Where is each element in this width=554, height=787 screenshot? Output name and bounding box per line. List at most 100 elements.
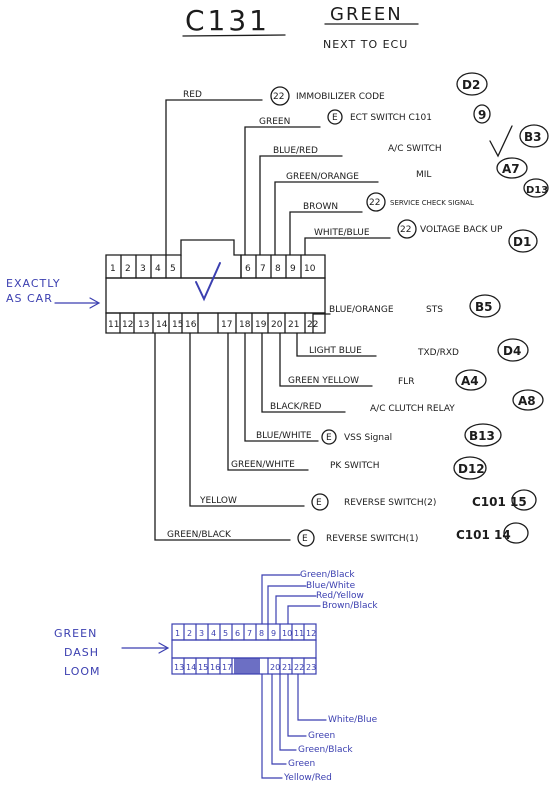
connector-subtitle: NEXT TO ECU — [323, 38, 408, 51]
svg-text:Yellow/Red: Yellow/Red — [283, 773, 332, 783]
svg-text:22: 22 — [294, 663, 304, 672]
pin-label: 11 — [108, 320, 119, 330]
svg-text:20: 20 — [270, 663, 280, 672]
svg-text:BLUE/ORANGE: BLUE/ORANGE — [329, 305, 394, 315]
svg-text:9: 9 — [271, 629, 276, 638]
svg-text:C101 14: C101 14 — [456, 528, 511, 542]
svg-text:BROWN: BROWN — [303, 202, 338, 212]
svg-text:TXD/RXD: TXD/RXD — [417, 348, 459, 358]
pin-label: 1 — [110, 264, 116, 274]
wire-light-blue: LIGHT BLUE TXD/RXD D4 — [296, 332, 529, 362]
svg-text:A8: A8 — [518, 394, 536, 408]
svg-text:ECT SWITCH C101: ECT SWITCH C101 — [350, 113, 432, 123]
wire-green-black: GREEN/BLACK E REVERSE SWITCH(1) C101 14 — [154, 332, 529, 547]
wire-white-blue: WHITE/BLUE 22 VOLTAGE BACK UP D1 — [304, 219, 538, 256]
wire-green-yellow: GREEN YELLOW FLR A4 — [279, 332, 487, 391]
svg-text:2: 2 — [187, 629, 192, 638]
svg-text:REVERSE SWITCH(1): REVERSE SWITCH(1) — [326, 534, 418, 544]
svg-text:BLUE/WHITE: BLUE/WHITE — [256, 431, 312, 441]
svg-text:B5: B5 — [475, 300, 493, 314]
svg-text:23: 23 — [306, 663, 316, 672]
pin-label: 13 — [138, 320, 149, 330]
svg-text:22: 22 — [273, 92, 284, 102]
svg-text:6: 6 — [235, 629, 240, 638]
dash-loom-label-3: LOOM — [64, 665, 101, 678]
pin-label: 16 — [185, 320, 197, 330]
svg-text:D2: D2 — [462, 78, 480, 92]
svg-text:GREEN: GREEN — [259, 117, 290, 127]
pin-label: 2 — [125, 264, 131, 274]
svg-text:PK SWITCH: PK SWITCH — [330, 461, 379, 471]
svg-text:17: 17 — [222, 663, 232, 672]
svg-text:A4: A4 — [461, 374, 479, 388]
svg-text:Brown/Black: Brown/Black — [322, 601, 378, 611]
svg-text:Green/Black: Green/Black — [300, 570, 355, 580]
svg-text:Green: Green — [288, 759, 315, 769]
pin-label: 5 — [170, 264, 176, 274]
svg-text:A/C CLUTCH RELAY: A/C CLUTCH RELAY — [370, 404, 455, 414]
exactly-label: EXACTLY — [6, 277, 61, 290]
svg-text:D4: D4 — [503, 344, 521, 358]
svg-text:B13: B13 — [469, 429, 495, 443]
wire-black-red: BLACK/RED A/C CLUTCH RELAY A8 — [261, 332, 544, 414]
dash-loom-label-1: GREEN — [54, 627, 97, 640]
svg-text:D1: D1 — [513, 235, 531, 249]
dash-top-wires: Green/Black Blue/White Red/Yellow Brown/… — [261, 570, 378, 625]
svg-text:11: 11 — [294, 629, 304, 638]
svg-text:A7: A7 — [502, 162, 520, 176]
svg-text:MIL: MIL — [416, 170, 431, 180]
pin-label: 15 — [172, 320, 183, 330]
pin-label: 10 — [304, 264, 316, 274]
svg-text:GREEN YELLOW: GREEN YELLOW — [288, 376, 359, 386]
svg-text:RED: RED — [183, 90, 202, 100]
pin-label: 17 — [221, 320, 232, 330]
svg-text:5: 5 — [223, 629, 228, 638]
wire-green-orange: GREEN/ORANGE MIL A7 — [274, 157, 528, 256]
svg-text:A/C SWITCH: A/C SWITCH — [388, 144, 442, 154]
wire-red: RED 22 IMMOBILIZER CODE D2 — [165, 72, 488, 256]
wire-brown: BROWN 22 SERVICE CHECK SIGNAL D13 — [289, 178, 549, 256]
wire-blue-red: BLUE/RED A/C SWITCH B3 — [259, 124, 549, 256]
pin-label: 9 — [290, 264, 296, 274]
svg-text:WHITE/BLUE: WHITE/BLUE — [314, 228, 370, 238]
main-connector: 1 2 3 4 5 6 7 8 9 10 11 12 13 14 15 16 1… — [105, 239, 326, 334]
pin-label: 12 — [122, 320, 133, 330]
wire-yellow: YELLOW E REVERSE SWITCH(2) C101 15 — [189, 332, 537, 511]
svg-text:21: 21 — [282, 663, 292, 672]
svg-text:22: 22 — [369, 198, 380, 208]
svg-text:Green: Green — [308, 731, 335, 741]
svg-text:Red/Yellow: Red/Yellow — [316, 591, 364, 601]
arrow-right-icon — [121, 642, 170, 654]
svg-text:C101 15: C101 15 — [472, 495, 527, 509]
svg-text:12: 12 — [306, 629, 316, 638]
svg-text:9: 9 — [478, 108, 486, 122]
pin-label: 18 — [239, 320, 251, 330]
svg-text:Blue/White: Blue/White — [306, 581, 356, 591]
connector-color: GREEN — [330, 4, 403, 25]
pin-label: 6 — [245, 264, 251, 274]
svg-text:D12: D12 — [458, 462, 485, 476]
svg-text:14: 14 — [186, 663, 196, 672]
pin-label: 14 — [156, 320, 168, 330]
svg-text:E: E — [316, 498, 322, 508]
dash-bottom-wires: White/Blue Green Green/Black Green Yello… — [261, 673, 378, 783]
svg-text:E: E — [326, 433, 332, 443]
svg-text:GREEN/ORANGE: GREEN/ORANGE — [286, 172, 359, 182]
svg-text:10: 10 — [282, 629, 292, 638]
arrow-right-icon — [54, 297, 101, 309]
pin-label: 19 — [255, 320, 267, 330]
svg-text:Green/Black: Green/Black — [298, 745, 353, 755]
svg-text:FLR: FLR — [398, 377, 414, 387]
pin-label: 7 — [260, 264, 266, 274]
svg-text:13: 13 — [174, 663, 184, 672]
pin-label: 3 — [140, 264, 146, 274]
svg-text:D13: D13 — [526, 185, 548, 196]
svg-text:E: E — [302, 534, 308, 544]
svg-text:BLACK/RED: BLACK/RED — [270, 402, 322, 412]
pin-label: 21 — [288, 320, 299, 330]
svg-text:SERVICE CHECK SIGNAL: SERVICE CHECK SIGNAL — [390, 199, 474, 207]
svg-text:B3: B3 — [524, 130, 542, 144]
svg-text:7: 7 — [247, 629, 252, 638]
svg-text:22: 22 — [400, 225, 411, 235]
